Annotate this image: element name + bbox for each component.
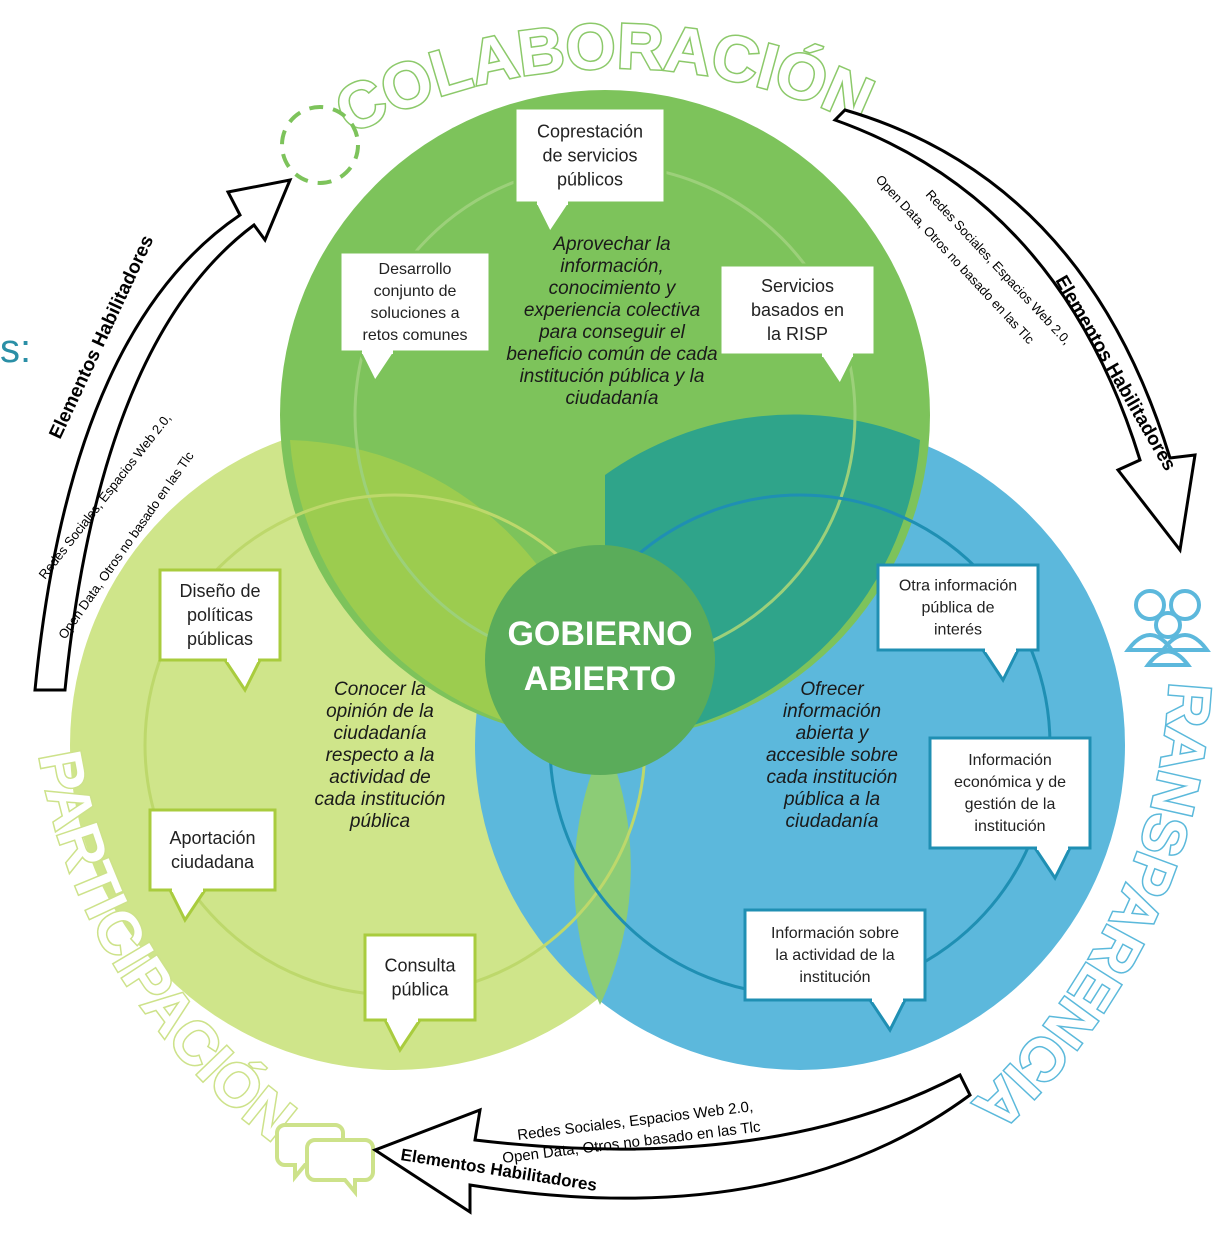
callout-text-line: Coprestación <box>537 122 643 142</box>
callout-tail <box>818 354 857 388</box>
callout-box <box>743 908 927 1002</box>
center-title-line2: ABIERTO <box>524 660 676 698</box>
callout-box <box>148 808 277 892</box>
colaboracion-description-line: conocimiento y <box>549 278 677 299</box>
callout-econ: Información económica y de gestión de la in… <box>928 736 1092 881</box>
callout-tail <box>1033 847 1072 881</box>
callout-tail <box>981 649 1020 683</box>
participacion-description-line: Conocer la <box>334 679 426 700</box>
callout-text-line: institución <box>799 969 870 986</box>
callout-cons: Consulta pública <box>363 933 477 1053</box>
callout-text-line: Información sobre <box>771 925 899 942</box>
callout-box <box>363 933 477 1022</box>
callout-dise: Diseño de políticas públicas <box>158 568 282 693</box>
participacion-description-line: ciudadanía <box>334 723 427 744</box>
partial-label: s: <box>0 327 31 371</box>
center-title-line1: GOBIERNO <box>507 615 692 653</box>
participacion-description-line: actividad de <box>329 767 430 788</box>
callout-text-line: pública de <box>922 600 995 617</box>
transparencia-description-line: información <box>783 701 881 722</box>
callout-text-line: Otra información <box>899 578 1017 595</box>
dashed-circle-icon <box>280 105 360 185</box>
callout-text-line: Diseño de <box>179 581 260 601</box>
transparencia-description-line: Ofrecer <box>800 679 864 700</box>
arrow-right-title: Elementos Habilitadores <box>1051 272 1180 475</box>
colaboracion-description-line: beneficio común de cada <box>506 344 717 365</box>
callout-text-line: de servicios <box>542 146 637 166</box>
callout-otra: Otra información pública de interés <box>876 563 1040 683</box>
callout-tail <box>868 999 907 1033</box>
transparencia-description-line: abierta y <box>796 723 870 744</box>
callout-text-line: basados en <box>751 300 844 320</box>
center-area <box>485 545 715 775</box>
participacion-description-line: pública <box>349 811 410 832</box>
callout-text-line: Aportación <box>169 828 255 848</box>
callout-tail <box>223 659 262 693</box>
colaboracion-description-line: información, <box>560 256 664 277</box>
callout-text-line: conjunto de <box>374 283 457 300</box>
callout-text-line: Información <box>968 752 1052 769</box>
colaboracion-description-line: ciudadanía <box>566 388 659 409</box>
callout-text-line: ciudadana <box>171 852 255 872</box>
colaboracion-description-line: experiencia colectiva <box>524 300 700 321</box>
transparencia-description-line: accesible sobre <box>766 745 898 766</box>
callout-text-line: Servicios <box>761 276 834 296</box>
colaboracion-description-line: institución pública y la <box>520 366 705 387</box>
callout-box <box>718 263 877 357</box>
callout-copr: Coprestación de servicios públicos <box>513 106 667 236</box>
callout-text-line: Consulta <box>384 956 456 976</box>
callout-serv: Servicios basados en la RISP <box>718 263 877 388</box>
transparencia-description-line: pública a la <box>783 789 880 810</box>
colaboracion-description-line: para conseguir el <box>538 322 686 343</box>
callout-box <box>158 568 282 662</box>
callout-box <box>338 250 492 354</box>
callout-text-line: la RISP <box>767 324 828 344</box>
callout-text-line: institución <box>974 818 1045 835</box>
participacion-description-line: respecto a la <box>326 745 435 766</box>
participacion-description-line: opinión de la <box>326 701 434 722</box>
transparencia-description-line: ciudadanía <box>786 811 879 832</box>
people-group-icon <box>1124 589 1211 667</box>
callout-desa: Desarrollo conjunto de soluciones a retos c… <box>338 250 492 385</box>
callout-text-line: públicos <box>557 170 623 190</box>
callout-box <box>876 563 1040 652</box>
callout-text-line: pública <box>391 980 449 1000</box>
arrow-bottom: Elementos Habilitadores Redes Sociales, … <box>371 1072 972 1215</box>
callout-text-line: públicas <box>187 629 253 649</box>
callout-text-line: políticas <box>187 605 253 625</box>
callout-text-line: la actividad de la <box>775 947 894 964</box>
overlap-part-trans <box>574 740 631 1005</box>
callout-box <box>928 736 1092 850</box>
speech-bubbles-icon <box>275 1123 375 1198</box>
callout-acti: Información sobre la actividad de la insti… <box>743 908 927 1033</box>
callout-text-line: Desarrollo <box>379 261 452 278</box>
transparencia-description-line: cada institución <box>767 767 898 788</box>
callout-tail <box>533 202 572 236</box>
callout-text-line: soluciones a <box>371 305 460 322</box>
callout-text-line: gestión de la <box>965 796 1056 813</box>
callout-tail <box>358 351 397 385</box>
callout-bubbles: Coprestación de servicios públicosDesarrol… <box>148 106 1092 1053</box>
callout-apor: Aportación ciudadana <box>148 808 277 923</box>
colaboracion-description-line: Aprovechar la <box>552 234 670 255</box>
callout-text-line: retos comunes <box>363 327 468 344</box>
callout-text-line: económica y de <box>954 774 1066 791</box>
callout-tail <box>168 889 207 923</box>
participacion-description-line: cada institución <box>315 789 446 810</box>
callout-box <box>513 106 667 205</box>
callout-tail <box>383 1019 422 1053</box>
callout-text-line: interés <box>934 622 982 639</box>
